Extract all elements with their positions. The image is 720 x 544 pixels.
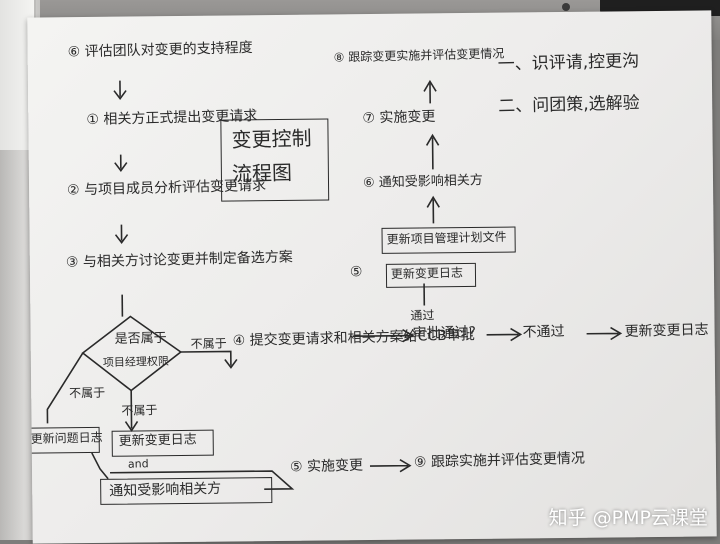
decision-left-branch: 不属于: [69, 385, 106, 401]
approval-reject: 不通过: [522, 323, 565, 341]
notify-box: 通知受影响相关方: [100, 477, 273, 505]
and-label: and: [127, 457, 149, 471]
flow-lines: [46, 79, 623, 490]
change-log-box: 更新变更日志: [111, 429, 214, 457]
step5-note: ⑤ 实施变更: [289, 457, 364, 476]
decision-down-branch: 不属于: [121, 403, 158, 418]
summary-line1: 一、识评请,控更沟: [497, 51, 640, 75]
handwritten-paper: ⑥ 评估团队对变更的支持程度 ① 相关方正式提出变更请求 ② 与项目成员分析评估…: [27, 10, 717, 544]
top-step6-note: ⑥ 通知受影响相关方: [362, 173, 483, 191]
update-plan-box: 更新项目管理计划文件: [381, 226, 516, 254]
update-change-log-box: 更新变更日志: [385, 262, 477, 288]
decision-label: 是否属于: [114, 330, 167, 348]
decision-sub: 项目经理权限: [102, 354, 170, 370]
approval-question: 审批通过?: [412, 324, 477, 343]
device-dot: [562, 3, 570, 11]
top-step5-num: ⑤: [349, 264, 363, 281]
decision-right-branch: 不属于: [190, 336, 227, 352]
top-pass-label: 通过: [410, 308, 435, 323]
issue-log-box: 更新问题日志: [27, 426, 103, 454]
approval-update-log: 更新变更日志: [624, 321, 709, 340]
top-step7-note: ⑦ 实施变更: [362, 108, 436, 127]
title-box: 变更控制 流程图: [220, 118, 330, 202]
summary-line2: 二、问团策,选解验: [497, 93, 640, 117]
watermark: 知乎 @PMP云课堂: [548, 507, 708, 529]
